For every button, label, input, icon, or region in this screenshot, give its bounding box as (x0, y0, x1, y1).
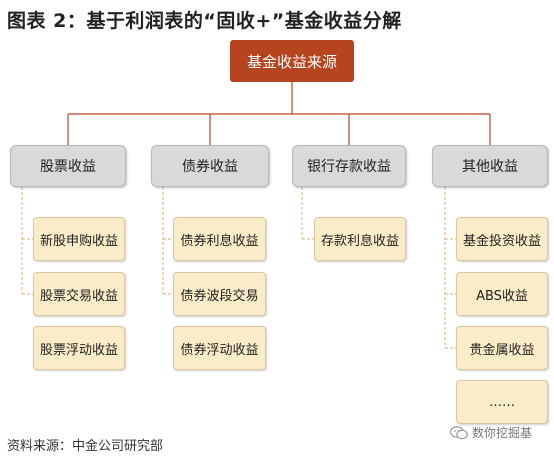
leaf-other-4: …… (456, 380, 548, 424)
leaf-stock-3: 股票浮动收益 (33, 326, 125, 370)
leaf-stock-1: 新股申购收益 (33, 217, 125, 261)
category-deposit: 银行存款收益 (292, 145, 406, 187)
leaf-bond-3: 债券浮动收益 (173, 326, 266, 370)
watermark-text: 数你挖掘基 (472, 426, 533, 440)
category-other: 其他收益 (432, 145, 548, 187)
leaf-deposit-1: 存款利息收益 (314, 217, 406, 261)
leaf-bond-2: 债券波段交易 (173, 272, 266, 316)
leaf-stock-2: 股票交易收益 (33, 272, 125, 316)
leaf-other-1: 基金投资收益 (456, 217, 548, 261)
watermark: 数你挖掘基 (449, 424, 533, 441)
wechat-icon (449, 425, 468, 440)
source-note: 资料来源：中金公司研究部 (7, 439, 164, 454)
root-node: 基金收益来源 (230, 40, 354, 82)
category-bond: 债券收益 (151, 145, 269, 187)
leaf-other-2: ABS收益 (456, 272, 548, 316)
category-stock: 股票收益 (10, 145, 126, 187)
leaf-bond-1: 债券利息收益 (173, 217, 266, 261)
figure-title: 图表 2：基于利润表的“固收+”基金收益分解 (7, 10, 402, 32)
leaf-other-3: 贵金属收益 (456, 326, 548, 370)
